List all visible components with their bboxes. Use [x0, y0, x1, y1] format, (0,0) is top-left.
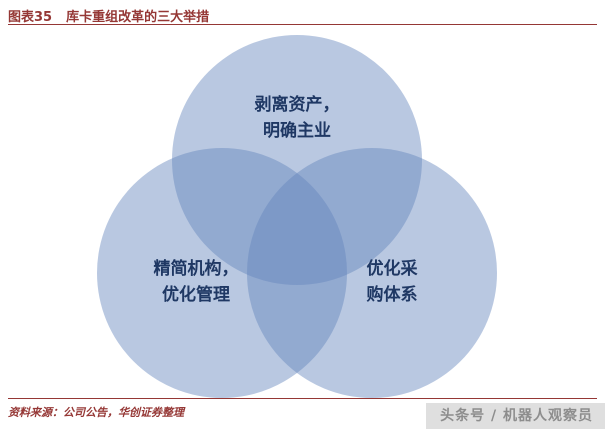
venn-label-line: 明确主业	[263, 121, 331, 142]
venn-label-line: 优化管理	[162, 285, 230, 306]
venn-circle-optimize-procurement	[247, 148, 497, 398]
watermark: 头条号 / 机器人观察员	[426, 403, 605, 429]
venn-label-line: 购体系	[366, 285, 418, 306]
figure-source: 资料来源：公司公告，华创证券整理	[8, 406, 184, 419]
venn-label-streamline-org: 精简机构， 优化管理	[111, 256, 281, 309]
footer-divider	[8, 398, 597, 399]
venn-label-line: 精简机构，	[153, 259, 239, 279]
venn-label-line: 剥离资产，	[254, 95, 340, 115]
venn-circle-divest-assets	[172, 35, 422, 285]
venn-label-optimize-procurement: 优化采 购体系	[307, 256, 477, 309]
figure-title: 库卡重组改革的三大举措	[66, 10, 210, 25]
header-divider	[8, 24, 597, 25]
figure-header: 图表35 库卡重组改革的三大举措	[8, 6, 597, 25]
figure-number: 图表35	[8, 10, 53, 25]
venn-label-line: 优化采	[366, 259, 418, 279]
venn-label-divest-assets: 剥离资产， 明确主业	[212, 92, 382, 145]
venn-circle-streamline-org	[97, 148, 347, 398]
